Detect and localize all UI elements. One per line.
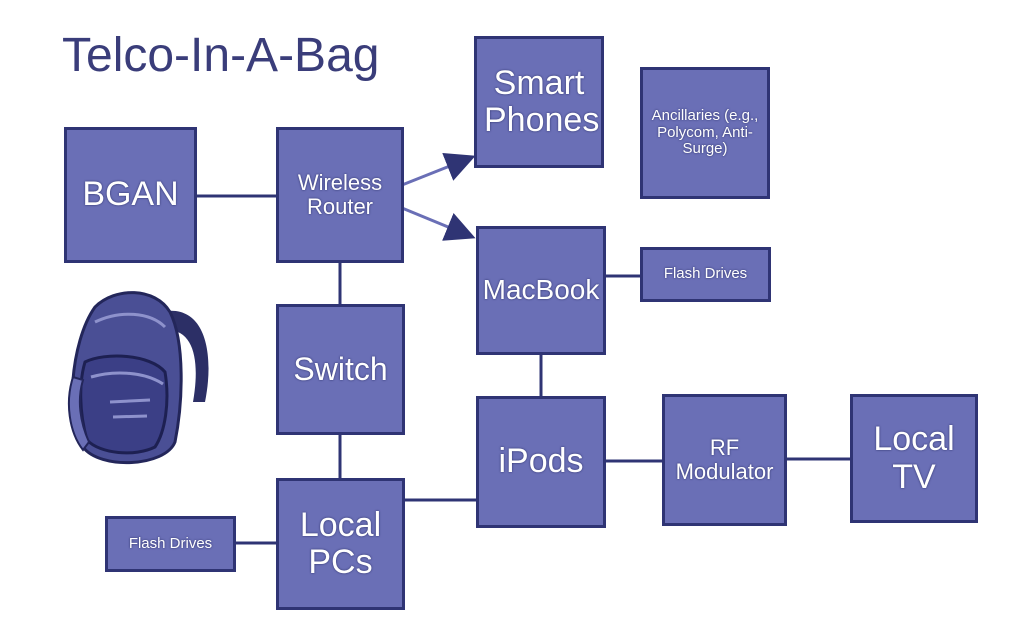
link-router-phones xyxy=(401,152,476,187)
node-local-pcs: Local PCs xyxy=(276,478,405,610)
node-local-pcs-label: Local PCs xyxy=(299,505,382,581)
node-ipods-label: iPods xyxy=(498,442,584,481)
node-switch: Switch xyxy=(276,304,405,435)
node-bgan: BGAN xyxy=(64,127,197,263)
node-macbook-label: MacBook xyxy=(482,274,600,306)
node-wireless-router: Wireless Router xyxy=(276,127,404,263)
node-smart-phones-label: Smart Phones xyxy=(484,63,600,139)
node-flash-drives-bottom: Flash Drives xyxy=(105,516,236,572)
node-smart-phones: Smart Phones xyxy=(474,36,604,168)
node-flash-drives-top-label: Flash Drives xyxy=(663,265,748,283)
backpack-icon xyxy=(67,291,209,465)
node-rf-modulator-label: RF Modulator xyxy=(675,434,774,484)
node-flash-drives-bottom-label: Flash Drives xyxy=(128,534,213,552)
node-ancillaries-label: Ancillaries (e.g., Polycom, Anti-Surge) xyxy=(651,107,759,158)
node-local-tv-label: Local TV xyxy=(873,420,955,496)
node-wireless-router-label: Wireless Router xyxy=(297,169,383,219)
node-local-tv: Local TV xyxy=(850,394,978,523)
node-ancillaries: Ancillaries (e.g., Polycom, Anti-Surge) xyxy=(640,67,770,199)
node-flash-drives-top: Flash Drives xyxy=(640,247,771,302)
node-bgan-label: BGAN xyxy=(82,175,179,214)
node-rf-modulator: RF Modulator xyxy=(662,394,787,526)
node-switch-label: Switch xyxy=(293,350,388,387)
node-ipods: iPods xyxy=(476,396,606,528)
link-router-macbook xyxy=(401,206,476,241)
node-macbook: MacBook xyxy=(476,226,606,355)
diagram-title: Telco-In-A-Bag xyxy=(62,29,380,82)
